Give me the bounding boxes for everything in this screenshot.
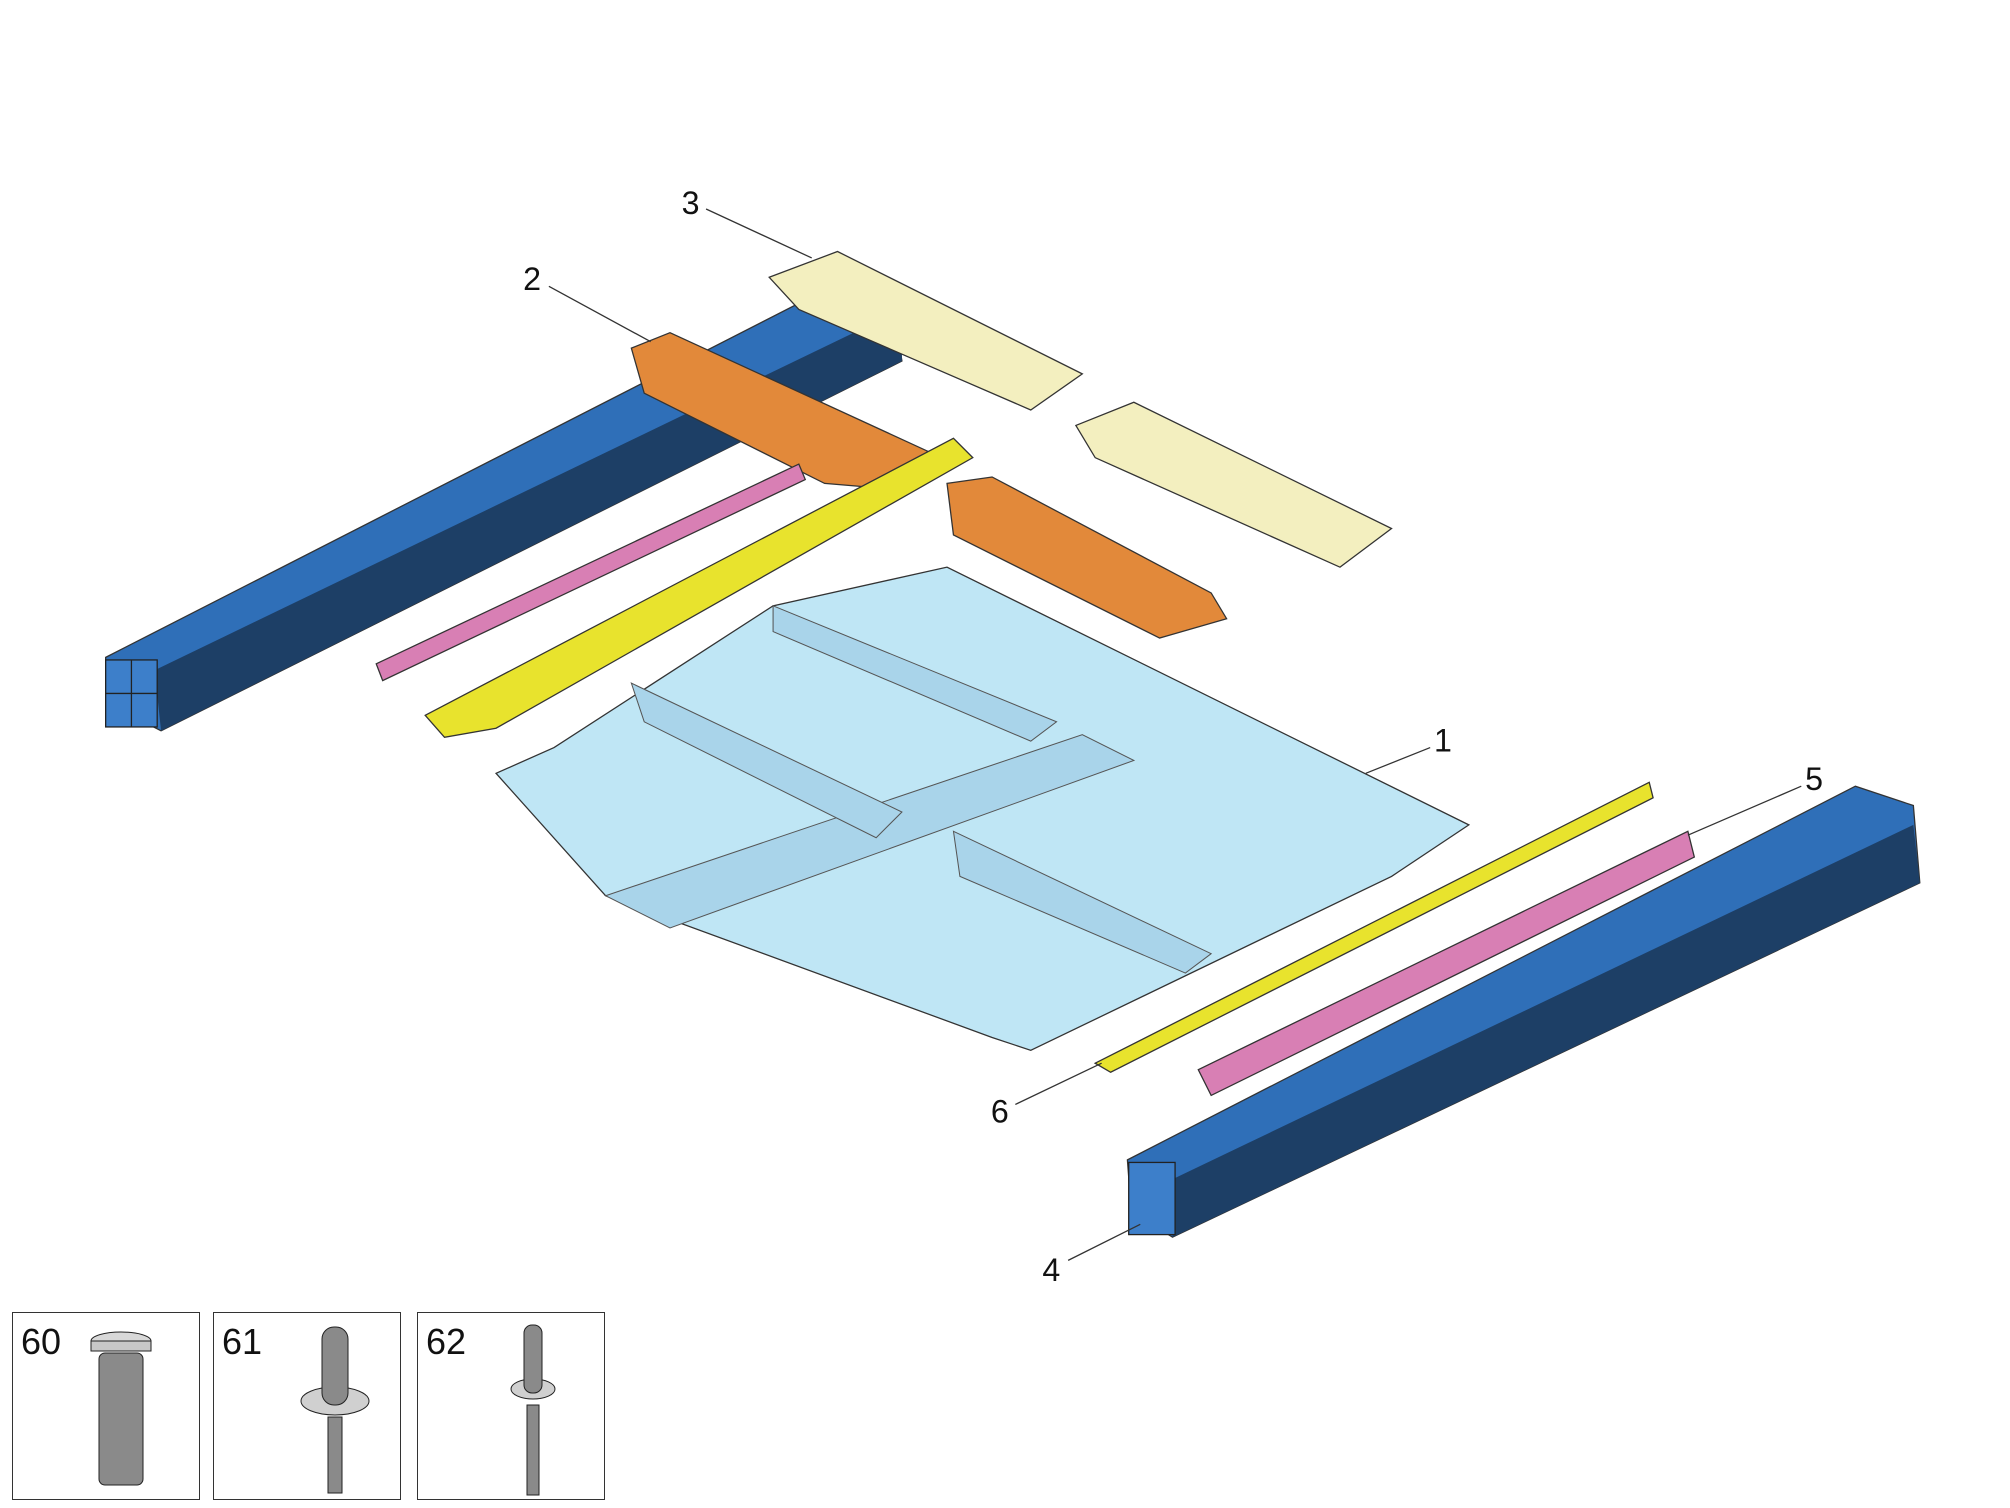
side-sill-right-4[interactable] (1126, 785, 1921, 1238)
crossmember-2-rear[interactable] (946, 476, 1228, 639)
callout-1[interactable]: 1 (1434, 722, 1452, 758)
blind-rivet-icon (510, 1324, 556, 1496)
leader-line-6 (1015, 1062, 1102, 1106)
crossmember-3-front[interactable] (768, 250, 1084, 411)
rivet-stud-icon (300, 1326, 370, 1494)
reinforcement-yellow-right-6[interactable] (1093, 781, 1654, 1073)
fastener-label: 60 (21, 1321, 62, 1362)
fastener-box-61[interactable]: 61 (213, 1312, 401, 1500)
callout-3[interactable]: 3 (682, 185, 700, 221)
floor-panel-1[interactable] (494, 566, 1471, 1052)
leader-line-2 (548, 285, 651, 343)
leader-line-5 (1687, 785, 1802, 836)
callout-4[interactable]: 4 (1042, 1252, 1060, 1288)
callout-6[interactable]: 6 (991, 1094, 1009, 1130)
leader-line-4 (1067, 1223, 1141, 1261)
fastener-label: 62 (426, 1321, 467, 1362)
callout-2[interactable]: 2 (523, 261, 541, 297)
fastener-box-62[interactable]: 62 (417, 1312, 605, 1500)
pin-icon (90, 1331, 152, 1486)
leader-line-3 (705, 208, 813, 259)
fastener-label: 61 (222, 1321, 263, 1362)
reinforcement-pink-left[interactable] (375, 463, 807, 682)
leader-line-1 (1365, 746, 1431, 774)
reinforcement-yellow-left[interactable] (424, 437, 974, 738)
fastener-box-60[interactable]: 60 (12, 1312, 200, 1500)
crossmember-3-rear[interactable] (1074, 401, 1393, 568)
reinforcement-pink-right-5[interactable] (1197, 830, 1696, 1097)
callout-5[interactable]: 5 (1805, 761, 1823, 797)
